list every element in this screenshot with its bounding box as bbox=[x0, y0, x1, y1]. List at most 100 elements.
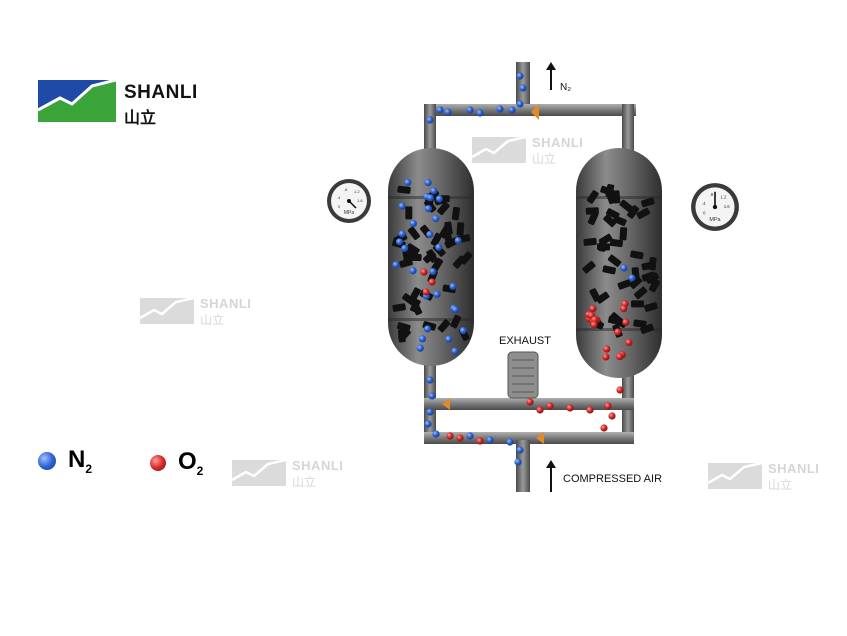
o2-molecule bbox=[603, 345, 611, 353]
n2-molecule bbox=[398, 230, 406, 238]
adsorbent-pellet bbox=[398, 328, 411, 342]
n2-molecule bbox=[429, 268, 437, 276]
n2-molecule bbox=[519, 84, 527, 92]
adsorbent-pellet bbox=[631, 300, 645, 308]
n2-molecule bbox=[435, 243, 443, 251]
adsorbent-pellet bbox=[444, 232, 454, 247]
n2-molecule bbox=[508, 106, 516, 114]
adsorbent-pellet bbox=[619, 227, 628, 241]
o2-molecule bbox=[600, 424, 608, 432]
adsorbent-pellet bbox=[605, 183, 615, 198]
shanli-logo-mark bbox=[38, 80, 116, 122]
n2-molecule bbox=[430, 187, 438, 195]
svg-text:1.2: 1.2 bbox=[354, 189, 360, 194]
o2-molecule bbox=[604, 402, 612, 410]
svg-text:.4: .4 bbox=[337, 195, 341, 200]
adsorbent-pellet bbox=[634, 286, 648, 300]
adsorbent-pellet bbox=[586, 190, 599, 204]
n2-molecule bbox=[432, 430, 440, 438]
o2-molecule bbox=[620, 305, 628, 313]
legend-o2-dot bbox=[150, 454, 166, 471]
n2-molecule bbox=[466, 106, 474, 114]
exhaust-label: EXHAUST bbox=[499, 335, 551, 347]
top-manifold-pipe bbox=[424, 104, 636, 116]
o2-molecule bbox=[590, 321, 598, 329]
gas-molecules bbox=[392, 72, 636, 466]
n2-molecule bbox=[516, 72, 524, 80]
shanli-logo: SHANLI 山立 bbox=[38, 80, 218, 127]
o2-molecule bbox=[476, 437, 484, 445]
watermark-logo: SHANLI 山立 bbox=[708, 459, 847, 493]
o2-molecule bbox=[526, 398, 534, 406]
adsorbent-pellet bbox=[451, 206, 461, 221]
n2-molecule bbox=[426, 116, 434, 124]
adsorbent-pellet bbox=[612, 190, 621, 204]
n2-molecule bbox=[428, 392, 436, 400]
o2-molecule bbox=[622, 318, 630, 326]
legend-n2-label: N2 bbox=[68, 446, 93, 476]
o2-molecule bbox=[616, 386, 624, 394]
adsorbent-pellet bbox=[617, 279, 632, 290]
n2-molecule bbox=[514, 458, 522, 466]
watermark-logo: SHANLI 山立 bbox=[472, 133, 612, 167]
n2-molecule bbox=[433, 290, 441, 298]
adsorbent-pellet bbox=[598, 233, 613, 246]
n2-molecule bbox=[426, 408, 434, 416]
n2-molecule bbox=[426, 376, 434, 384]
top-right-drop-pipe bbox=[622, 104, 634, 154]
adsorbent-pellet bbox=[619, 199, 633, 213]
adsorbent-pellet bbox=[648, 257, 657, 271]
o2-molecule bbox=[422, 288, 430, 296]
adsorbent-pellet bbox=[444, 221, 453, 235]
n2-molecule bbox=[451, 347, 459, 355]
watermark-logo: SHANLI 山立 bbox=[232, 456, 372, 490]
svg-text:1.6: 1.6 bbox=[724, 204, 731, 209]
adsorbent-pellet bbox=[602, 265, 617, 275]
adsorbent-pellet bbox=[640, 323, 654, 335]
adsorbent-pellet bbox=[589, 288, 601, 302]
adsorbent-pellet bbox=[411, 301, 423, 316]
adsorbent-pellet bbox=[437, 201, 450, 216]
n2-molecule bbox=[486, 436, 494, 444]
n2-molecule bbox=[404, 178, 412, 187]
adsorbent-pellet bbox=[405, 206, 413, 220]
n2-molecule bbox=[423, 325, 432, 333]
adsorbent-pellet bbox=[582, 260, 596, 274]
valve-arrow-top bbox=[531, 104, 539, 120]
n2-molecule bbox=[432, 215, 440, 223]
adsorbent-pellet bbox=[450, 314, 462, 329]
adsorbent-pellet bbox=[406, 243, 420, 256]
n2-molecule bbox=[409, 267, 417, 275]
o2-molecule bbox=[456, 434, 464, 442]
n2-molecule bbox=[454, 236, 462, 245]
compressed-air-label: COMPRESSED AIR bbox=[563, 473, 663, 485]
o2-molecule bbox=[625, 338, 633, 347]
o2-molecule bbox=[428, 278, 436, 286]
svg-text:.8: .8 bbox=[710, 192, 714, 197]
adsorbent-pellet bbox=[392, 303, 406, 312]
n2-molecule bbox=[416, 344, 424, 352]
top-left-drop-pipe bbox=[424, 104, 436, 154]
legend-item-n2: N2 bbox=[38, 446, 92, 476]
adsorbent-pellet bbox=[645, 272, 660, 284]
o2-molecule bbox=[546, 402, 554, 410]
adsorbent-pellet bbox=[423, 250, 437, 264]
adsorbent-pellet bbox=[399, 258, 413, 268]
n2-molecule bbox=[418, 335, 427, 343]
o2-molecule bbox=[589, 305, 597, 313]
n2-molecule bbox=[401, 244, 409, 252]
adsorbent-pellet bbox=[612, 215, 627, 227]
adsorbent-pellet bbox=[431, 257, 444, 272]
logo-text-en: SHANLI bbox=[124, 82, 198, 103]
adsorbent-pellet bbox=[437, 319, 451, 333]
n2-molecule bbox=[449, 282, 457, 291]
n2-molecule bbox=[424, 420, 432, 428]
n2-molecule bbox=[476, 109, 484, 117]
svg-text:0: 0 bbox=[338, 204, 341, 209]
adsorbent-pellet bbox=[607, 316, 622, 326]
n2-molecule bbox=[398, 202, 406, 210]
adsorbent-pellet bbox=[397, 185, 411, 194]
left-gauge-unit: MPa bbox=[344, 210, 355, 216]
n2-molecule bbox=[424, 205, 432, 213]
